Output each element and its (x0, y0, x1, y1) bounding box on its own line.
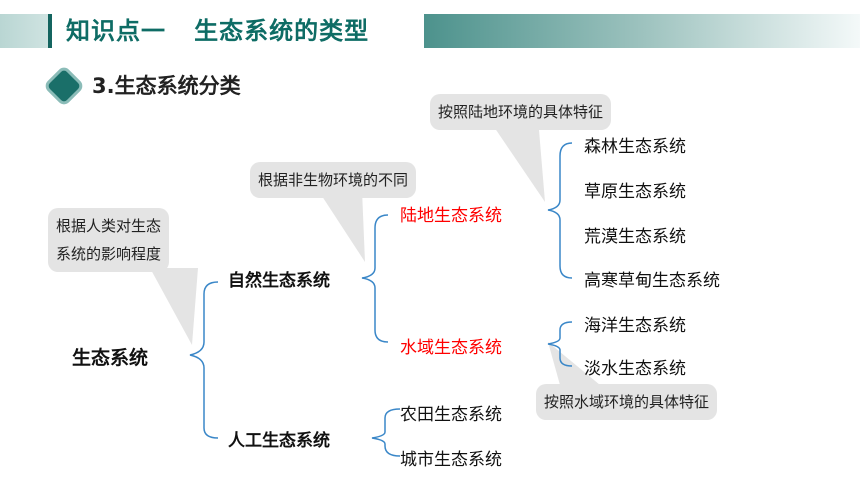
artificial-item: 农田生态系统 (400, 405, 502, 425)
callout-pointer-land (488, 118, 545, 202)
header-accent (0, 14, 48, 48)
bracket-land (547, 142, 573, 279)
callout-human-line2: 系统的影响程度 (56, 245, 162, 263)
land-node: 陆地生态系统 (400, 206, 502, 226)
artificial-node: 人工生态系统 (228, 431, 330, 451)
artificial-item: 城市生态系统 (400, 450, 502, 470)
page-title: 知识点一 生态系统的类型 (66, 17, 370, 45)
callout-human-impact: 根据人类对生态 系统的影响程度 (48, 208, 170, 272)
header-title-box (52, 14, 424, 48)
callout-water-environment: 按照水域环境的具体特征 (536, 384, 718, 420)
land-item: 森林生态系统 (584, 137, 686, 157)
land-item: 草原生态系统 (584, 182, 686, 202)
callout-land-environment: 按照陆地环境的具体特征 (430, 94, 612, 130)
bracket-artificial (371, 408, 401, 457)
land-item: 高寒草甸生态系统 (584, 271, 720, 291)
water-node: 水域生态系统 (400, 338, 502, 358)
water-item: 海洋生态系统 (584, 316, 686, 336)
callout-pointer-abiotic (318, 190, 365, 262)
bracket-root (189, 281, 219, 439)
land-item: 荒漠生态系统 (584, 227, 686, 247)
callout-abiotic: 根据非生物环境的不同 (250, 162, 417, 198)
root-node: 生态系统 (72, 347, 149, 369)
callout-human-line1: 根据人类对生态 (56, 217, 162, 235)
bracket-natural (361, 214, 389, 343)
callout-pointer-human (150, 268, 198, 345)
callout-pointer-water (548, 342, 600, 385)
section-title: 3.生态系统分类 (92, 74, 241, 98)
bracket-water (547, 321, 573, 367)
natural-node: 自然生态系统 (228, 271, 330, 291)
water-item: 淡水生态系统 (584, 359, 686, 379)
